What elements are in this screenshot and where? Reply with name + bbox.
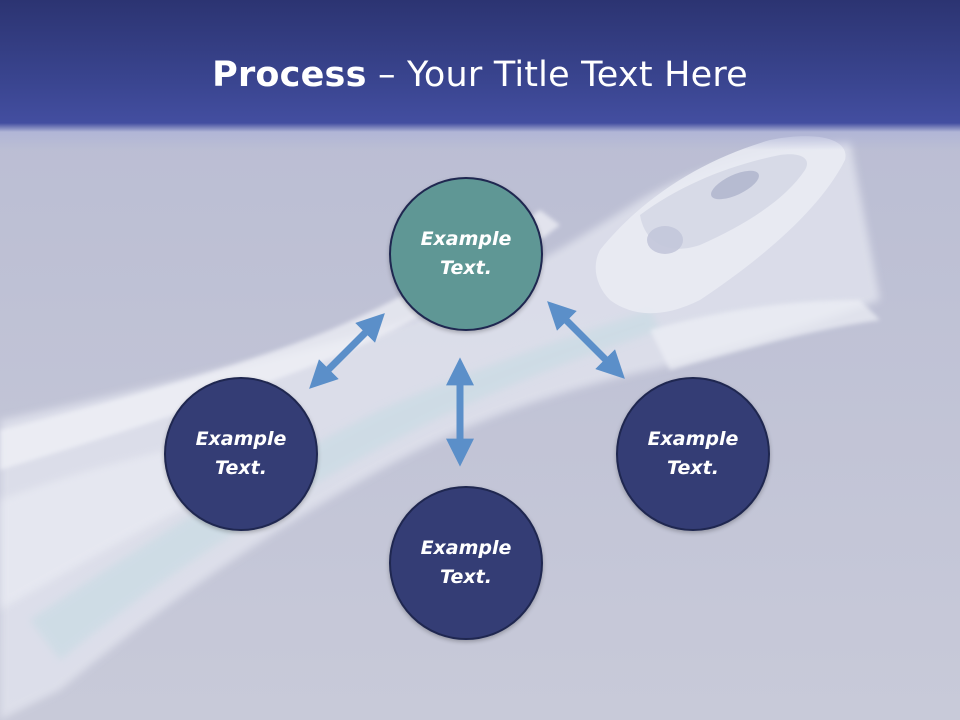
node-right-line1: Example: [647, 428, 739, 450]
node-bottom-line1: Example: [420, 537, 512, 559]
node-right-line2: Text.: [667, 457, 719, 479]
node-bottom-line2: Text.: [440, 566, 492, 588]
title-separator: –: [366, 55, 407, 95]
node-top-line2: Text.: [440, 257, 492, 279]
arrow-top-right: [547, 301, 625, 379]
title-bar: Process – Your Title Text Here: [0, 0, 960, 150]
slide-title: Process – Your Title Text Here: [0, 52, 960, 98]
node-left-line1: Example: [195, 428, 287, 450]
node-left-line2: Text.: [215, 457, 267, 479]
title-text: Your Title Text Here: [406, 55, 748, 95]
title-bold-part: Process: [212, 55, 367, 95]
node-top-line1: Example: [420, 228, 512, 250]
arrow-top-left: [309, 313, 385, 389]
